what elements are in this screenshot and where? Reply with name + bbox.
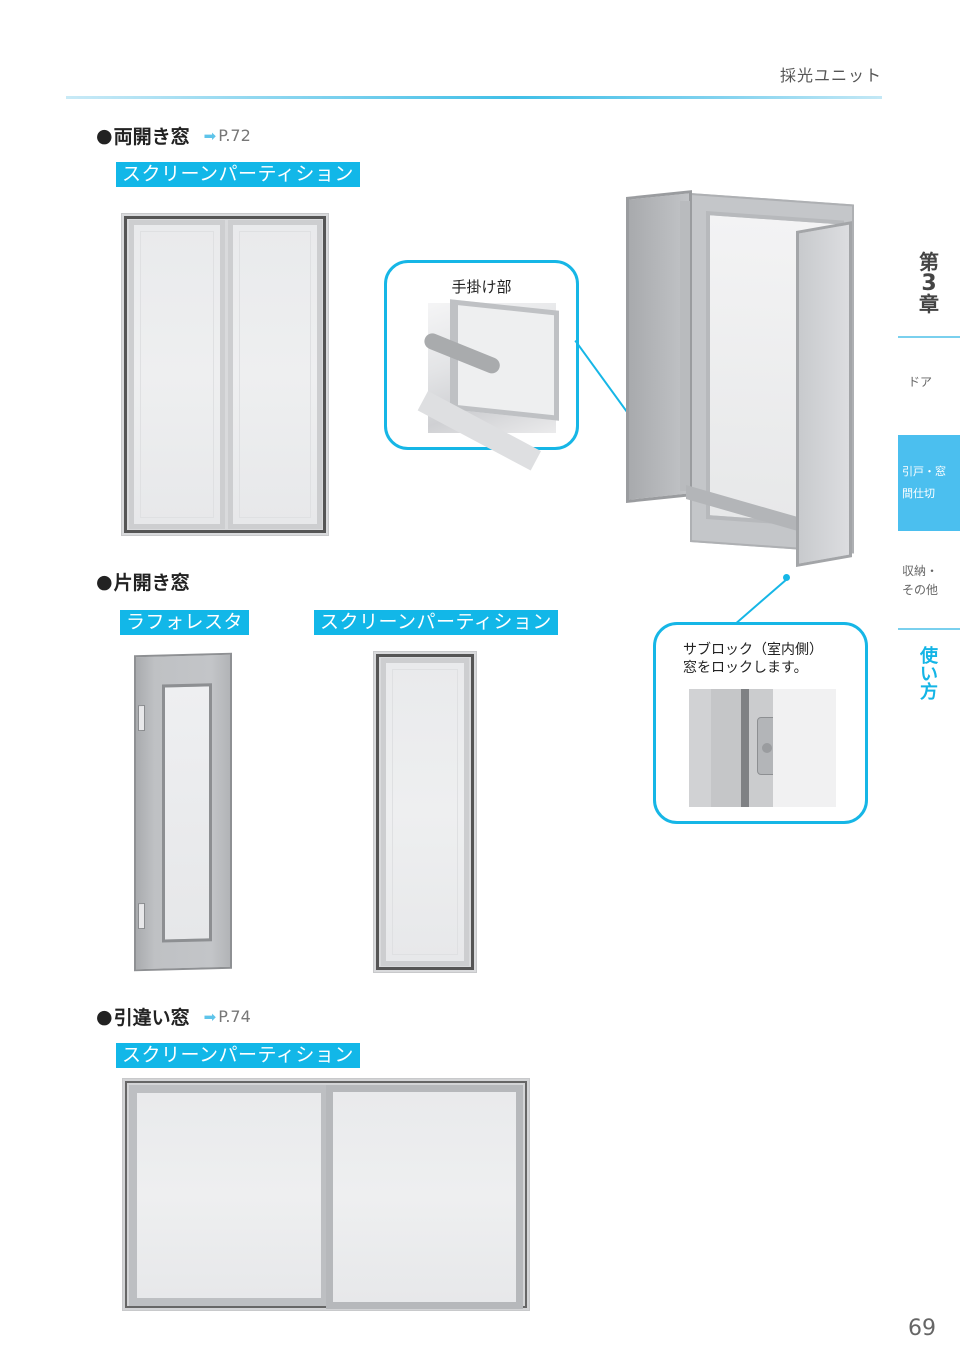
chapter-label: 第 3 章 bbox=[919, 250, 939, 316]
laforesta-single-casement-illustration bbox=[134, 652, 232, 972]
sliding-window-illustration bbox=[122, 1078, 530, 1311]
callout-title: サブロック（室内側） 窓をロックします。 bbox=[683, 641, 823, 677]
callout-title: 手掛け部 bbox=[451, 278, 512, 296]
page-reference-text: P.74 bbox=[218, 1007, 251, 1026]
screen-partition-single-casement-illustration bbox=[373, 651, 477, 973]
bullet-icon: ● bbox=[96, 1005, 113, 1028]
bullet-icon: ● bbox=[96, 124, 113, 147]
product-tag-laforesta: ラフォレスタ bbox=[120, 610, 250, 635]
sublock-photo bbox=[689, 689, 836, 807]
product-tag-screen-partition: スクリーンパーティション bbox=[116, 1043, 360, 1068]
side-tab-how-to-use[interactable]: 使 い 方 bbox=[920, 646, 938, 703]
side-index-divider bbox=[898, 628, 960, 630]
header-divider bbox=[66, 96, 882, 99]
page-reference-link[interactable]: ➡ P.74 bbox=[204, 1007, 251, 1026]
leader-line-sublock bbox=[736, 578, 787, 624]
callout-sub-lock: サブロック（室内側） 窓をロックします。 bbox=[653, 622, 868, 824]
section-heading-double-casement: ● 両開き窓 ➡ P.72 bbox=[96, 122, 251, 149]
callout-handle-part: 手掛け部 bbox=[384, 260, 579, 471]
page-reference-link[interactable]: ➡ P.72 bbox=[204, 126, 251, 145]
product-tag-screen-partition: スクリーンパーティション bbox=[116, 162, 360, 187]
arrow-right-icon: ➡ bbox=[203, 126, 217, 145]
callout-line-1: サブロック（室内側） bbox=[683, 642, 823, 658]
callout-line-2: 窓をロックします。 bbox=[683, 660, 808, 676]
arrow-right-icon: ➡ bbox=[203, 1007, 217, 1026]
product-tag-screen-partition: スクリーンパーティション bbox=[314, 610, 558, 635]
side-tab-door[interactable]: ドア bbox=[908, 375, 933, 389]
double-casement-window-illustration bbox=[121, 213, 329, 536]
side-index-divider bbox=[898, 336, 960, 338]
section-heading-sliding-window: ● 引違い窓 ➡ P.74 bbox=[96, 1003, 251, 1030]
section-title: 片開き窓 bbox=[113, 572, 190, 594]
page-reference-text: P.72 bbox=[218, 126, 251, 145]
bullet-icon: ● bbox=[96, 570, 113, 593]
handle-photo bbox=[417, 299, 559, 471]
section-heading-single-casement: ● 片開き窓 bbox=[96, 568, 190, 595]
side-tab-storage-other[interactable]: 収納・ その他 bbox=[902, 564, 939, 597]
open-double-casement-illustration bbox=[622, 185, 858, 570]
page-header-title: 採光ユニット bbox=[779, 66, 882, 85]
side-tab-sliding-door-window-partition[interactable]: 引戸・窓 間仕切 bbox=[898, 435, 960, 531]
section-title: 引違い窓 bbox=[113, 1007, 190, 1029]
section-title: 両開き窓 bbox=[113, 126, 190, 148]
pointer-dot-sublock bbox=[783, 574, 790, 581]
page-number: 69 bbox=[908, 1316, 936, 1341]
